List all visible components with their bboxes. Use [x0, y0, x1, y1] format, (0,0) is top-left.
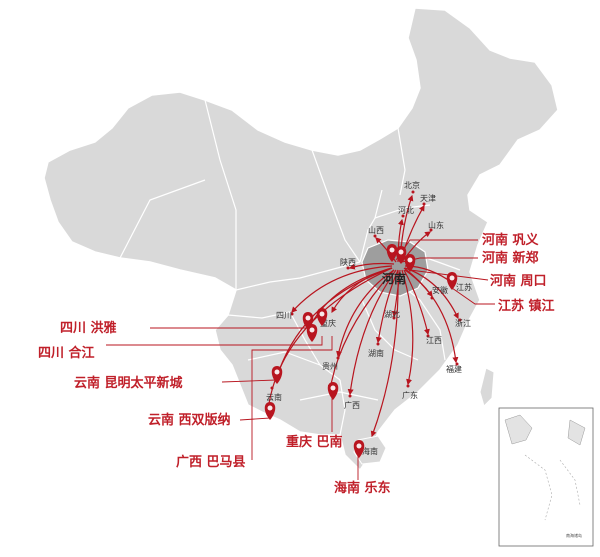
label-hubei: 湖北 — [384, 310, 400, 319]
china-landmass — [43, 7, 559, 472]
arrow-to-shaanxi — [348, 262, 395, 270]
label-sichuan: 四川 — [276, 311, 292, 320]
callout-xinzheng: 河南 新郑 — [482, 250, 539, 266]
arrow-to-hainan — [370, 269, 399, 438]
label-guizhou: 贵州 — [322, 361, 338, 371]
taiwan-island — [479, 367, 495, 407]
label-guangxi: 广西 — [344, 400, 360, 410]
label-beijing: 北京 — [404, 180, 420, 190]
inset-label: 南海诸岛 — [566, 532, 582, 538]
label-zhejiang: 浙江 — [455, 318, 471, 328]
arrow-to-sichuan — [291, 265, 393, 313]
callout-xishuangbanna: 云南 西双版纳 — [148, 412, 231, 428]
callout-kunming: 云南 昆明太平新城 — [74, 375, 183, 391]
arrow-to-guangdong — [401, 269, 414, 386]
label-shandong: 山东 — [428, 220, 444, 230]
callout-hejiang: 四川 合江 — [38, 345, 95, 361]
province-dots — [270, 190, 462, 398]
label-henan: 河南 — [381, 271, 406, 286]
callout-zhoukou: 河南 周口 — [490, 273, 547, 289]
label-anhui: 安徽 — [432, 285, 448, 295]
label-shanxi: 山西 — [368, 225, 384, 235]
callout-labels: 河南 巩义 河南 新郑 河南 周口 江苏 镇江 四川 洪雅 四川 合江 云南 昆… — [38, 232, 555, 496]
arrow-to-hunan — [375, 269, 399, 344]
arrow-to-guizhou — [336, 269, 395, 358]
label-shaanxi: 陕西 — [340, 257, 356, 267]
label-chongqing: 重庆 — [320, 318, 336, 328]
label-tianjin: 天津 — [420, 193, 436, 203]
label-jiangxi: 江西 — [426, 336, 442, 345]
province-borders — [119, 99, 461, 436]
south-china-sea-inset: 南海诸岛 — [498, 407, 594, 547]
label-guangdong: 广东 — [402, 390, 418, 400]
arrow-to-jiangxi — [403, 269, 430, 336]
callout-hongya: 四川 洪雅 — [60, 320, 117, 336]
arrow-to-fujian — [404, 269, 459, 364]
label-hebei: 河北 — [398, 205, 414, 215]
label-fujian: 福建 — [446, 364, 462, 374]
callout-leader-lines — [106, 239, 495, 480]
callout-ledong: 海南 乐东 — [334, 480, 391, 496]
callout-chongqing-banan: 重庆 巴南 — [286, 434, 343, 450]
label-jiangsu: 江苏 — [456, 282, 472, 292]
label-hainan: 海南 — [362, 446, 378, 456]
callout-bama: 广西 巴马县 — [176, 454, 246, 470]
label-yunnan: 云南 — [266, 392, 282, 402]
callout-gongyi: 河南 巩义 — [482, 232, 540, 248]
label-hunan: 湖南 — [368, 348, 384, 358]
arrow-to-shanxi — [375, 237, 397, 263]
callout-zhenjiang: 江苏 镇江 — [498, 298, 555, 314]
province-labels: 北京 天津 河北 山西 山东 陕西 江苏 安徽 湖北 四川 重庆 浙江 江西 湖… — [266, 180, 472, 456]
arrow-to-guangxi — [347, 269, 397, 396]
arrow-to-guangxi-west — [327, 269, 395, 392]
